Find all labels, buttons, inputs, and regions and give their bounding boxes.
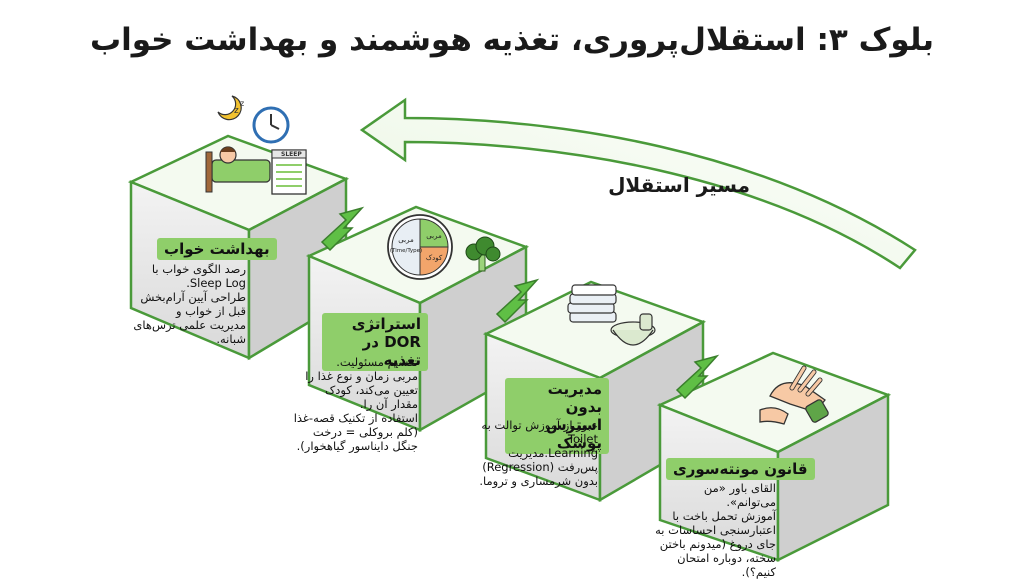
step-body-diaper: عبور از آموزش توالت به Toilet Learning.م… (478, 418, 598, 488)
step-line: آموزش تحمل باخت با (672, 509, 776, 523)
svg-text:z: z (240, 99, 244, 108)
step-line: طراحی آیین آرام‌بخش قبل از خواب و (140, 290, 246, 318)
helping-hands-icon (759, 365, 829, 425)
step-cube-montessori (656, 351, 892, 563)
plate-label-coach-2: مربی (398, 236, 414, 244)
step-line: اعتبارسنجی احساسات به (655, 523, 776, 537)
svg-text:z: z (234, 106, 239, 116)
sleeping-child-icon: z z (205, 95, 307, 195)
step-heading-diaper: مدیریت بدون استرس پوشک (505, 378, 609, 454)
plate-label-child: کودک (426, 254, 443, 262)
step-line: تقسیم مسئولیت. (336, 355, 418, 369)
sleep-log-label: SLEEP (281, 151, 302, 158)
step-line: مقدار آن را. (359, 397, 418, 411)
step-heading-montessori: قانون مونته‌سوری (666, 458, 815, 480)
step-line: سخته، دوباره امتحان کنیم؟). (677, 551, 776, 579)
independence-path-label: مسیر استقلال (608, 173, 750, 197)
independence-path-arrow (359, 97, 917, 270)
step-line: القای باور «من می‌توانم». (703, 481, 776, 509)
step-line: تعیین می‌کند، کودک (324, 383, 418, 397)
plate-icon (387, 214, 453, 280)
step-line: مربی زمان و نوع غذا را (305, 369, 418, 383)
diaper-potty-icon (567, 284, 656, 346)
step-line: پس‌رفت (Regression) (482, 460, 598, 474)
page-title: بلوک ۳: استقلال‌پروری، تغذیه هوشمند و به… (89, 22, 935, 58)
step-line: شبانه. (216, 332, 246, 346)
broccoli-icon (465, 236, 501, 272)
step-line: Toilet Learning.مدیریت (508, 432, 598, 460)
plate-label-time-type: (Time/Type) (390, 248, 422, 254)
step-heading-sleep: بهداشت خواب (157, 238, 277, 260)
step-line: عبور از آموزش توالت به (481, 418, 598, 432)
step-line: استفاده از تکنیک قصه-غذا (293, 411, 418, 425)
step-line: جنگل دایناسور گیاهخوار). (296, 439, 418, 453)
step-line: Sleep Log. (186, 276, 246, 290)
step-line: رصد الگوی خواب با (151, 262, 246, 276)
step-up-arrow (320, 206, 720, 400)
plate-label-coach: مربی (426, 232, 442, 240)
step-line: بدون شرمساری و تروما. (479, 474, 598, 488)
step-line: جای دروغ (میدونم باختن (659, 537, 776, 551)
step-body-montessori: القای باور «من می‌توانم». آموزش تحمل باخ… (652, 481, 776, 579)
step-line: مدیریت علمی ترس‌های (133, 318, 246, 332)
step-line: (کلم بروکلی = درخت (312, 425, 418, 439)
step-cube-diaper (482, 280, 707, 503)
step-heading-nutrition: استراتژی DOR در تغذیه (322, 313, 428, 371)
step-body-sleep: رصد الگوی خواب با Sleep Log. طراحی آیین … (122, 262, 246, 346)
step-body-nutrition: تقسیم مسئولیت. مربی زمان و نوع غذا را تع… (290, 355, 418, 453)
